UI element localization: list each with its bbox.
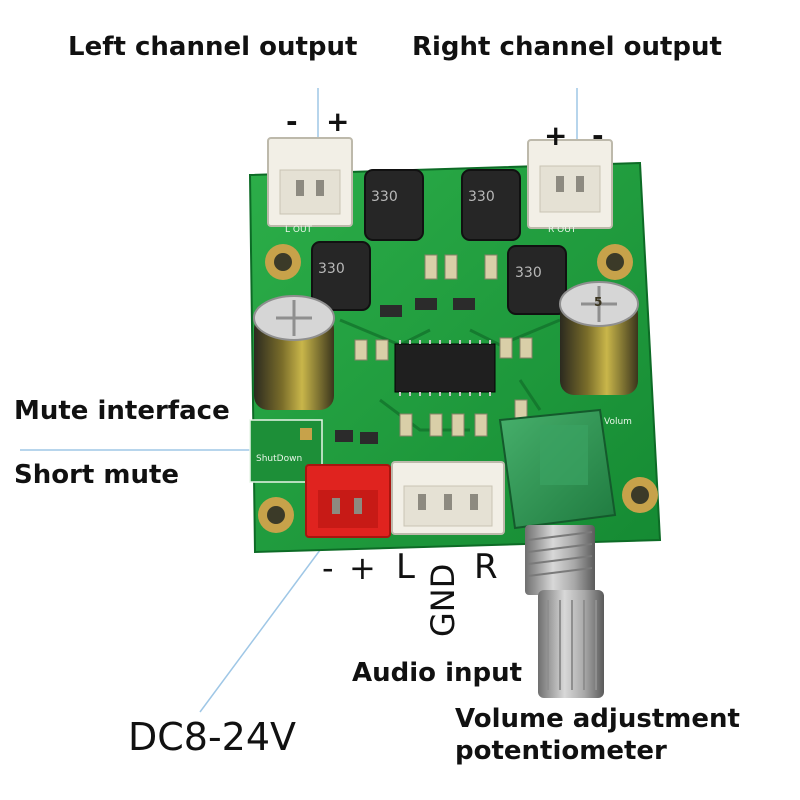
capacitor-right	[559, 281, 639, 395]
capacitor-marking: 5	[594, 295, 603, 309]
inductor-marking-4: 330	[515, 265, 542, 281]
inductor-marking-3: 330	[318, 261, 345, 277]
left-output-connector	[267, 137, 353, 227]
right-output-connector	[527, 139, 613, 229]
amplifier-ic	[394, 340, 496, 396]
left-minus-sign: -	[286, 105, 298, 138]
right-channel-output-label: Right channel output	[412, 32, 722, 62]
potentiometer-label: potentiometer	[455, 736, 667, 766]
input-r-label: R	[474, 547, 498, 587]
inductor-marking-2: 330	[468, 189, 495, 205]
mounting-holes	[258, 244, 658, 533]
smd-components	[335, 254, 533, 444]
audio-input-connector	[391, 461, 505, 535]
power-connector	[305, 464, 391, 538]
power-plus-sign: +	[349, 549, 376, 587]
left-channel-output-label: Left channel output	[68, 32, 358, 62]
dc-input-leader	[199, 541, 327, 713]
power-minus-sign: -	[322, 549, 334, 587]
mute-interface-label: Mute interface	[14, 396, 230, 426]
dc-voltage-label: DC8-24V	[128, 715, 297, 759]
silkscreen-volume: Volum	[604, 417, 632, 427]
input-gnd-label: GND	[424, 563, 462, 637]
silkscreen-shutdown: ShutDown	[256, 454, 303, 464]
volume-adjustment-label: Volume adjustment	[455, 704, 740, 734]
short-mute-label: Short mute	[14, 460, 180, 490]
inductor-3	[311, 241, 371, 311]
inductor-marking-1: 330	[371, 189, 398, 205]
inductor-4	[507, 245, 567, 315]
inductors	[311, 169, 567, 315]
audio-input-label: Audio input	[352, 658, 523, 688]
silkscreen-r-out: R OUT	[548, 225, 577, 235]
volume-potentiometer	[498, 408, 617, 698]
input-l-label: L	[396, 547, 415, 587]
right-minus-sign: -	[592, 119, 604, 152]
capacitor-left	[253, 295, 335, 410]
left-plus-sign: +	[326, 105, 350, 138]
inductor-2	[461, 169, 521, 241]
inductor-1	[364, 169, 424, 241]
silkscreen-l-out: L OUT	[285, 225, 313, 235]
right-plus-sign: +	[544, 119, 568, 152]
